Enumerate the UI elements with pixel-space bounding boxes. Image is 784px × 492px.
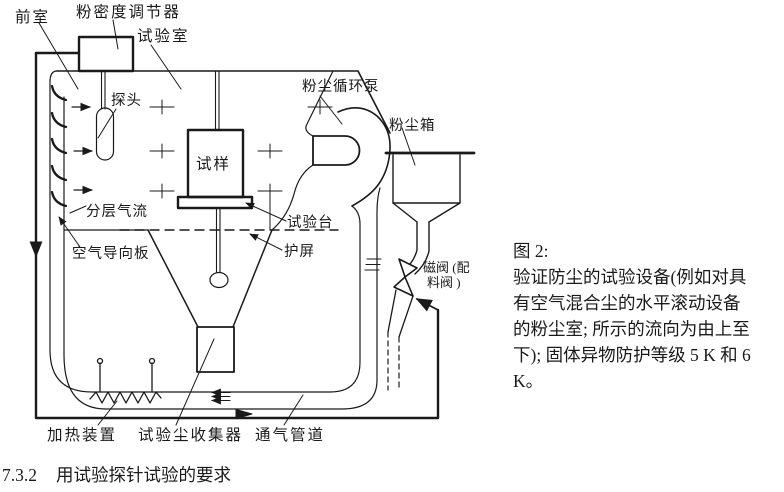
powder-density-regulator-box xyxy=(77,35,135,73)
label-test-dust-collector: 试验尘收集器 xyxy=(138,426,243,444)
duct-flow-arrows xyxy=(211,388,231,405)
dust-feed-pipe xyxy=(403,221,430,275)
leader-dust-circulation-pump xyxy=(319,95,343,125)
magnetic-valve xyxy=(393,258,418,297)
pendulum-ball xyxy=(209,271,229,289)
dust-test-equipment-diagram: 前室 粉密度调节器 试验室 探头 试样 分层气流 空气导向板 试验台 护屏 粉尘… xyxy=(15,3,476,444)
label-front-chamber: 前室 xyxy=(15,8,50,26)
valve-outlet-pipe-hidden xyxy=(387,331,400,391)
dust-box-funnel xyxy=(392,202,461,223)
label-ventilation-duct: 通气管道 xyxy=(255,426,325,444)
dust-collector-box xyxy=(196,326,235,373)
collection-funnel xyxy=(147,229,273,328)
outer-duct-wall xyxy=(63,96,381,410)
dust-box-walls xyxy=(392,154,461,204)
pump-upper-duct xyxy=(305,70,334,137)
outer-boundary-to-valve-arrow xyxy=(415,298,439,312)
label-air-guide-plate: 空气导向板 xyxy=(72,244,150,262)
air-guide-louvers xyxy=(50,84,68,208)
riser-hatch xyxy=(364,258,382,271)
figure-caption: 图 2: 验证防尘的试验设备(例如对具 有空气混合尘的水平滚动设备 的粉尘室; … xyxy=(513,238,781,394)
probe-capsule xyxy=(95,107,115,161)
leader-test-chamber xyxy=(150,44,182,90)
airflow-arrows xyxy=(71,102,94,195)
leader-air-guide-plate xyxy=(58,216,81,248)
label-powder-density-regulator: 粉密度调节器 xyxy=(76,3,181,21)
label-dust-box: 粉尘箱 xyxy=(389,117,436,134)
pump-housing xyxy=(337,107,391,207)
figure-caption-body: 验证防尘的试验设备(例如对具 有空气混合尘的水平滚动设备 的粉尘室; 所示的流向… xyxy=(513,267,751,391)
inner-duct-wall xyxy=(49,70,361,393)
figure-caption-title: 图 2: xyxy=(513,241,549,261)
leader-ventilation-duct xyxy=(283,394,304,426)
section-number: 7.3.2 xyxy=(2,465,37,485)
section-title: 用试验探针试验的要求 xyxy=(56,465,231,485)
label-test-chamber: 试验室 xyxy=(137,27,190,45)
leader-test-dust-collector xyxy=(175,338,215,426)
label-stratified-airflow: 分层气流 xyxy=(86,203,148,220)
label-dust-circulation-pump: 粉尘循环泵 xyxy=(302,78,380,95)
bottom-flow-arrow xyxy=(235,409,253,419)
label-protective-screen: 护屏 xyxy=(284,243,315,260)
outer-boundary xyxy=(34,51,440,420)
leader-dust-box xyxy=(401,127,416,166)
probe-rod xyxy=(100,70,106,110)
lower-rod xyxy=(215,207,221,273)
leader-test-bench xyxy=(245,202,287,222)
leader-heating-device xyxy=(97,400,118,426)
chamber-top-wall xyxy=(56,70,391,134)
test-bench-platform xyxy=(176,195,254,210)
leader-stratified-airflow xyxy=(69,205,87,214)
label-leaders xyxy=(38,19,416,426)
valve-outlet-pipe xyxy=(387,289,414,338)
leader-powder-density-regulator xyxy=(112,19,119,50)
heating-element xyxy=(89,357,162,404)
level-ticks xyxy=(149,99,333,230)
leader-protective-screen xyxy=(249,233,283,251)
label-magnetic-valve-line2: 料阀 ) xyxy=(427,275,461,290)
specimen-hanger-rod xyxy=(214,70,220,131)
label-heating-device: 加热装置 xyxy=(47,426,117,444)
label-magnetic-valve-line1: 磁阀 (配 xyxy=(423,260,470,275)
label-specimen: 试样 xyxy=(196,155,231,173)
pump-lower-duct xyxy=(271,164,314,231)
section-heading: 7.3.2 用试验探针试验的要求 xyxy=(2,462,231,487)
leader-probe xyxy=(97,108,117,139)
pump-inlet xyxy=(312,135,361,166)
label-test-bench: 试验台 xyxy=(287,214,334,231)
label-probe: 探头 xyxy=(111,92,142,109)
leader-front-chamber xyxy=(38,22,79,90)
